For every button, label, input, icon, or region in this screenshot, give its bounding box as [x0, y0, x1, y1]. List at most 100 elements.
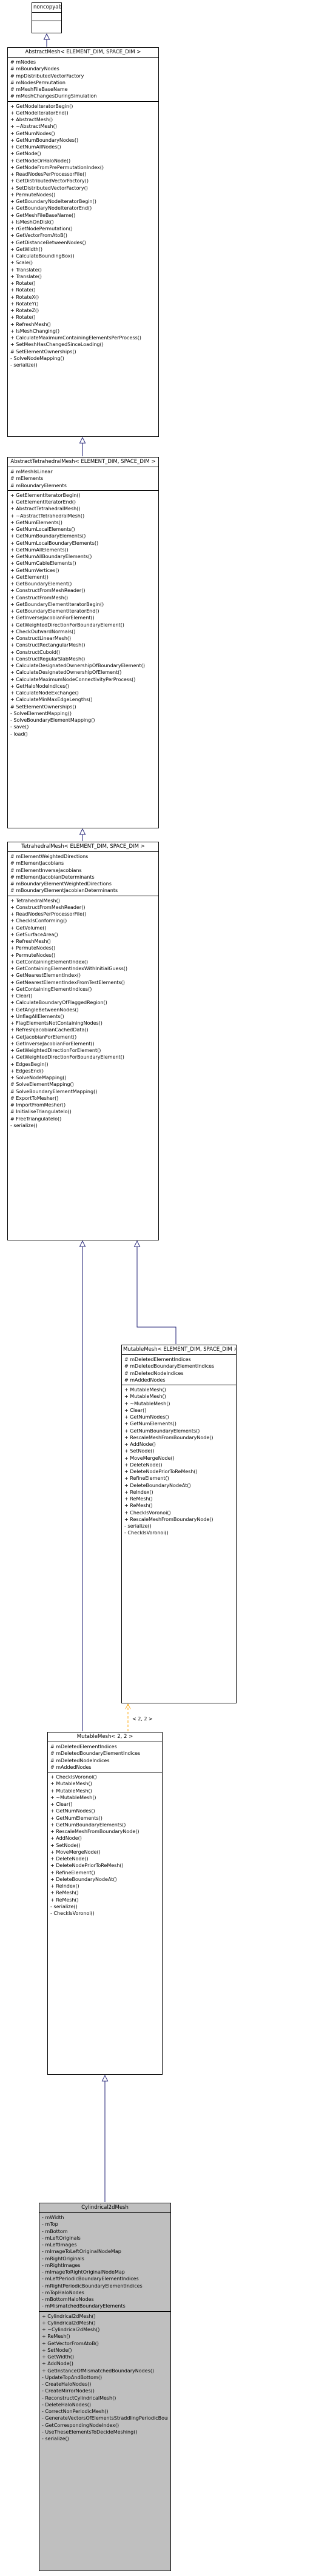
- method-row: + RefreshMesh(): [10, 939, 51, 944]
- method-row: + ConstructLinearMesh(): [10, 636, 72, 641]
- attribute-row: # mDeletedBoundaryElementIndices: [124, 1363, 215, 1370]
- method-row: + ConstructCuboid(): [10, 649, 61, 655]
- attributes-section: [32, 13, 61, 21]
- method-row: + DeleteNode(): [124, 1462, 163, 1468]
- method-row: + RefineElement(): [50, 1869, 95, 1875]
- method-row: + SetNode(): [50, 1842, 81, 1848]
- method-row: - serialize(): [50, 1903, 78, 1909]
- method-row: + GetElement(): [10, 574, 49, 580]
- class-tetrahedral-mesh[interactable]: TetrahedralMesh< ELEMENT_DIM, SPACE_DIM …: [7, 842, 159, 1240]
- method-row: # FreeTriangulateIo(): [10, 1116, 62, 1122]
- method-row: + GetNumAllElements(): [10, 547, 69, 553]
- attribute-row: # mDeletedElementIndices: [50, 1744, 117, 1749]
- method-row: + SetNode(): [42, 2347, 72, 2353]
- method-row: + CalculateMaximumContainingElementsPerP…: [10, 335, 141, 341]
- attribute-row: - mMismatchedBoundaryElements: [42, 2303, 126, 2309]
- method-row: + AbstractMesh(): [10, 117, 53, 122]
- method-row: + MutableMesh(): [124, 1387, 166, 1393]
- method-row: + AddNode(): [50, 1835, 82, 1842]
- method-row: + SolveNodeMapping(): [10, 1075, 67, 1080]
- method-row: + GetNearestElementIndex(): [10, 973, 81, 979]
- method-row: + ReIndex(): [124, 1489, 153, 1495]
- attribute-row: # mElementWeightedDirections: [10, 854, 89, 859]
- class-abstract-tetrahedral-mesh[interactable]: AbstractTetrahedralMesh< ELEMENT_DIM, SP…: [7, 457, 159, 828]
- method-row: + GetBoundaryNodeIteratorEnd(): [10, 205, 92, 211]
- method-row: + CheckIsConforming(): [10, 918, 67, 924]
- method-row: + Scale(): [10, 260, 33, 266]
- attribute-row: # mNodesPermutation: [10, 79, 66, 85]
- class-abstract-mesh[interactable]: AbstractMesh< ELEMENT_DIM, SPACE_DIM > #…: [7, 47, 159, 437]
- method-row: + GetNumNodes(): [124, 1414, 169, 1420]
- method-row: + GetVolume(): [10, 925, 47, 931]
- method-row: + FlagElementsNotContainingNodes(): [10, 1020, 103, 1026]
- class-cylindrical-2d-mesh[interactable]: Cylindrical2dMesh - mWidth- mTop- mBotto…: [39, 2203, 171, 2571]
- method-row: - CreateMirrorNodes(): [42, 2388, 95, 2394]
- method-row: - GenerateVectorsOfElementsStraddlingPer…: [42, 2415, 168, 2421]
- attributes-section: # mElementWeightedDirections# mElementJa…: [8, 852, 158, 896]
- method-row: + GetWidth(): [42, 2354, 74, 2360]
- method-row: - SolveBoundaryElementMapping(): [10, 717, 95, 723]
- method-row: + GetNumBoundaryNodes(): [10, 137, 79, 143]
- method-row: + ReMesh(): [124, 1496, 153, 1502]
- method-row: + ReMesh(): [42, 2334, 70, 2340]
- method-row: + Rotate(): [10, 287, 36, 293]
- method-row: + GetNumVertices(): [10, 567, 59, 573]
- method-row: + GetNumBoundaryElements(): [10, 533, 86, 539]
- attribute-row: - mLeftImages: [42, 2242, 77, 2248]
- method-row: + ~MutableMesh(): [124, 1400, 170, 1406]
- method-row: + MoveMergeNode(): [124, 1455, 175, 1461]
- method-row: - serialize(): [10, 362, 38, 368]
- method-row: + CalculateBoundaryOfFlaggedRegion(): [10, 1000, 107, 1006]
- method-row: + GetDistanceBetweenNodes(): [10, 239, 86, 245]
- method-row: + AddNode(): [124, 1442, 156, 1447]
- method-row: - serialize(): [10, 1122, 38, 1128]
- attribute-row: # mpDistributedVectorFactory: [10, 73, 84, 79]
- method-row: + GetContainingElementIndexWithInitialGu…: [10, 966, 127, 971]
- method-row: - GetCorrespondingNodeIndex(): [42, 2422, 119, 2428]
- method-row: - CheckIsVoronoi(): [124, 1530, 169, 1536]
- method-row: + GetNumElements(): [10, 519, 62, 525]
- class-title: Cylindrical2dMesh: [39, 2203, 170, 2213]
- class-title: AbstractTetrahedralMesh< ELEMENT_DIM, SP…: [8, 458, 158, 467]
- method-row: + GetInstanceOfMismatchedBoundaryNodes(): [42, 2368, 155, 2374]
- attribute-row: - mTopHaloNodes: [42, 2289, 84, 2295]
- attribute-row: - mRightPeriodicBoundaryElementIndices: [42, 2283, 143, 2289]
- attribute-row: # mElementInverseJacobians: [10, 867, 82, 873]
- method-row: - load(): [10, 731, 28, 737]
- method-row: + Clear(): [50, 1802, 73, 1807]
- attribute-row: # mAddedNodes: [50, 1764, 92, 1770]
- attribute-row: - mTop: [42, 2222, 58, 2228]
- class-mutable-mesh-2-2[interactable]: MutableMesh< 2, 2 > # mDeletedElementInd…: [47, 1732, 163, 2075]
- method-row: + GetWeightedDirectionForElement(): [10, 1048, 101, 1053]
- method-row: + GetNumNodes(): [50, 1808, 95, 1814]
- class-mutable-mesh-template[interactable]: MutableMesh< ELEMENT_DIM, SPACE_DIM > # …: [121, 1345, 237, 1703]
- method-row: + PermuteNodes(): [10, 945, 56, 951]
- method-row: + ReMesh(): [50, 1890, 79, 1896]
- method-row: + ConstructRegularSlabMesh(): [10, 656, 86, 662]
- attribute-row: - mBottomHaloNodes: [42, 2297, 94, 2302]
- method-row: + Clear(): [10, 993, 33, 999]
- method-row: + DeleteNodePriorToReMesh(): [124, 1469, 198, 1474]
- method-row: + GetNumNodes(): [10, 130, 55, 136]
- method-row: + GetNodeFromPrePermutationIndex(): [10, 164, 104, 170]
- method-row: # ExportToMesher(): [10, 1095, 59, 1101]
- attribute-row: # mDeletedNodeIndices: [50, 1757, 110, 1763]
- attributes-section: - mWidth- mTop- mBottom- mLeftOriginals-…: [39, 2213, 170, 2312]
- method-row: + ~AbstractTetrahedralMesh(): [10, 513, 85, 519]
- attribute-row: # mBoundaryElementJacobianDeterminants: [10, 888, 118, 894]
- method-row: # SolveBoundaryElementMapping(): [10, 1088, 98, 1094]
- method-row: # ImportFromMesher(): [10, 1102, 66, 1108]
- method-row: + ~MutableMesh(): [50, 1794, 96, 1800]
- attribute-row: - mImageToRightOriginalNodeMap: [42, 2269, 125, 2275]
- method-row: + EdgesEnd(): [10, 1068, 44, 1074]
- method-row: + CalculateBoundingBox(): [10, 253, 75, 259]
- method-row: - serialize(): [42, 2436, 69, 2441]
- method-row: + RefineElement(): [124, 1476, 169, 1482]
- method-row: - SolveNodeMapping(): [10, 355, 64, 361]
- method-row: + RotateY(): [10, 301, 39, 307]
- method-row: + Translate(): [10, 267, 42, 273]
- attribute-row: # mMeshIsLinear: [10, 469, 53, 474]
- class-noncopyable[interactable]: noncopyable: [32, 2, 62, 33]
- method-row: + MutableMesh(): [124, 1394, 166, 1400]
- method-row: + PermuteNodes(): [10, 191, 56, 198]
